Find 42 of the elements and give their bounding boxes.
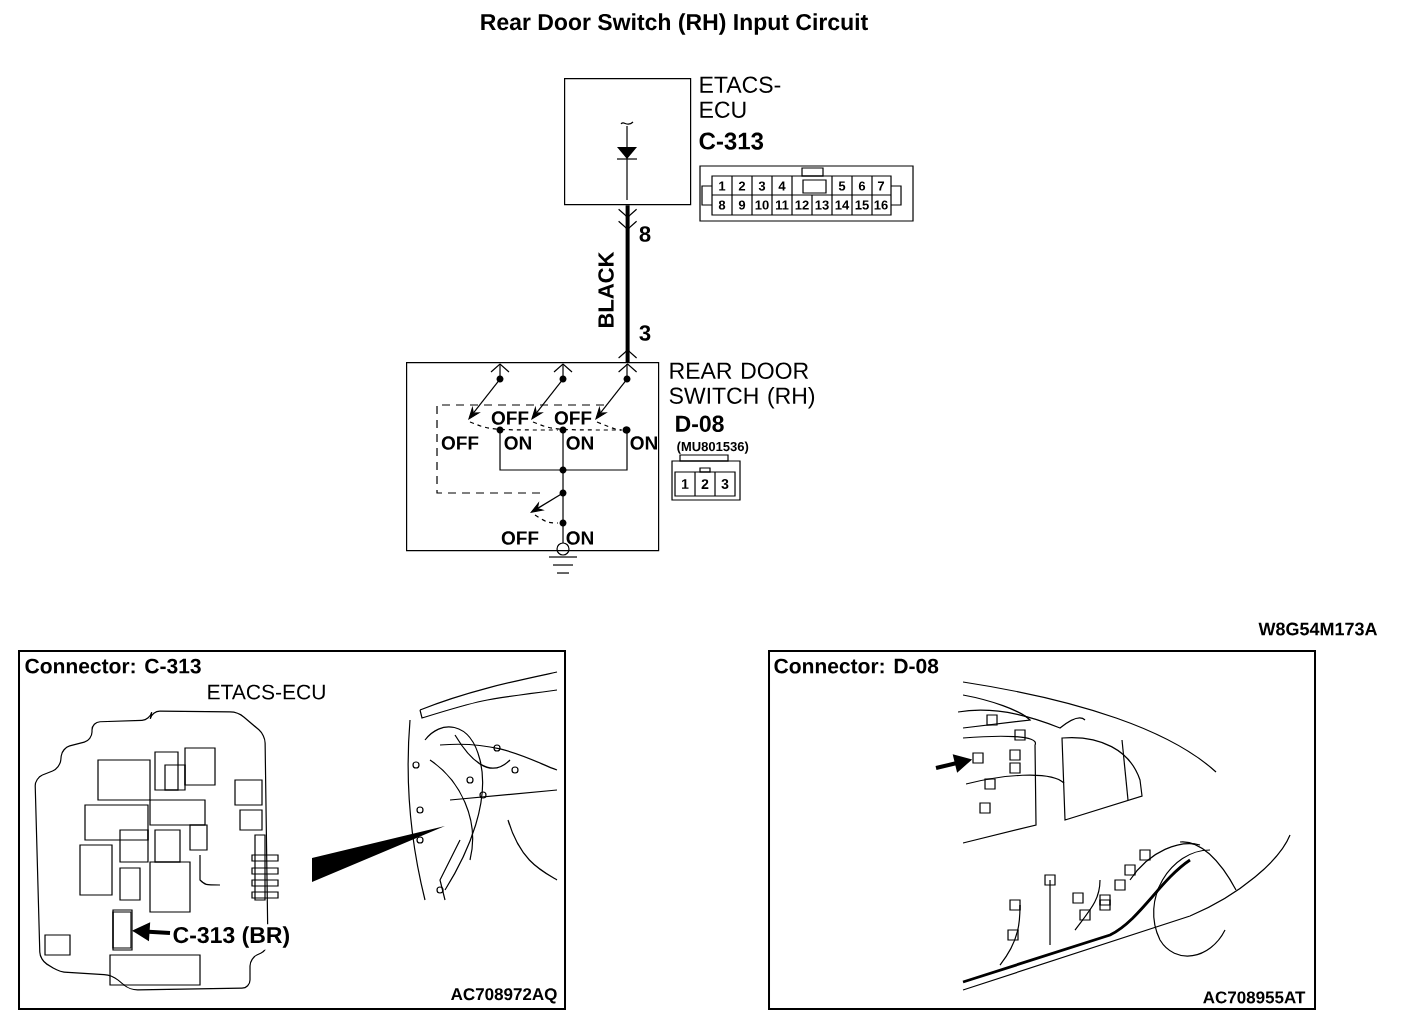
wire-label: BLACK xyxy=(596,249,616,331)
switch-state: ON xyxy=(566,436,593,450)
switch-state: ON xyxy=(566,531,593,545)
connector-picture xyxy=(112,911,132,949)
terminal-number: 3 xyxy=(639,325,651,341)
pin-number: 4 xyxy=(778,181,786,191)
pin-number: 5 xyxy=(838,181,846,191)
connector-callout: C-313 (BR) xyxy=(170,924,293,950)
pin-number: 12 xyxy=(795,200,809,210)
terminal-number: 8 xyxy=(639,226,651,242)
pin-number: 15 xyxy=(855,200,869,210)
pin-number: 9 xyxy=(738,200,746,210)
switch-state: ON xyxy=(630,436,657,450)
wire xyxy=(618,205,638,373)
pin-number: 8 xyxy=(718,200,726,210)
node-label: (MU801536) xyxy=(677,441,749,454)
switch-state: OFF xyxy=(554,411,592,425)
pin-number: 10 xyxy=(755,200,769,210)
pin-number: 2 xyxy=(738,181,746,191)
connector-panel: Connector: D-08 AC708955AT xyxy=(768,650,1316,1010)
pin-number: 1 xyxy=(682,479,689,489)
pin-number: 13 xyxy=(815,200,829,210)
node-label: REAR DOOR SWITCH (RH) xyxy=(669,362,815,409)
connector-picture xyxy=(972,752,984,764)
figure-code: W8G54M173A xyxy=(1258,622,1378,636)
node-label: D-08 xyxy=(676,415,724,432)
pin-number: 3 xyxy=(721,479,729,489)
switch-state: OFF xyxy=(441,436,479,450)
title: Rear Door Switch (RH) Input Circuit xyxy=(481,13,868,35)
pin-number: 14 xyxy=(835,200,850,210)
pin-number: 1 xyxy=(719,181,726,191)
pin-number: 2 xyxy=(701,479,709,489)
node-label: ETACS- ECU xyxy=(700,76,781,118)
switch-state: OFF xyxy=(491,411,529,425)
pin-number: 6 xyxy=(858,181,866,191)
pin-number: 7 xyxy=(877,181,885,191)
node-label: C-313 xyxy=(699,132,764,150)
switch-state: OFF xyxy=(501,531,539,545)
pin-number: 11 xyxy=(775,200,789,210)
pin-number: 16 xyxy=(874,200,888,210)
switch-state: ON xyxy=(504,436,531,450)
pin-number: 3 xyxy=(758,181,766,191)
